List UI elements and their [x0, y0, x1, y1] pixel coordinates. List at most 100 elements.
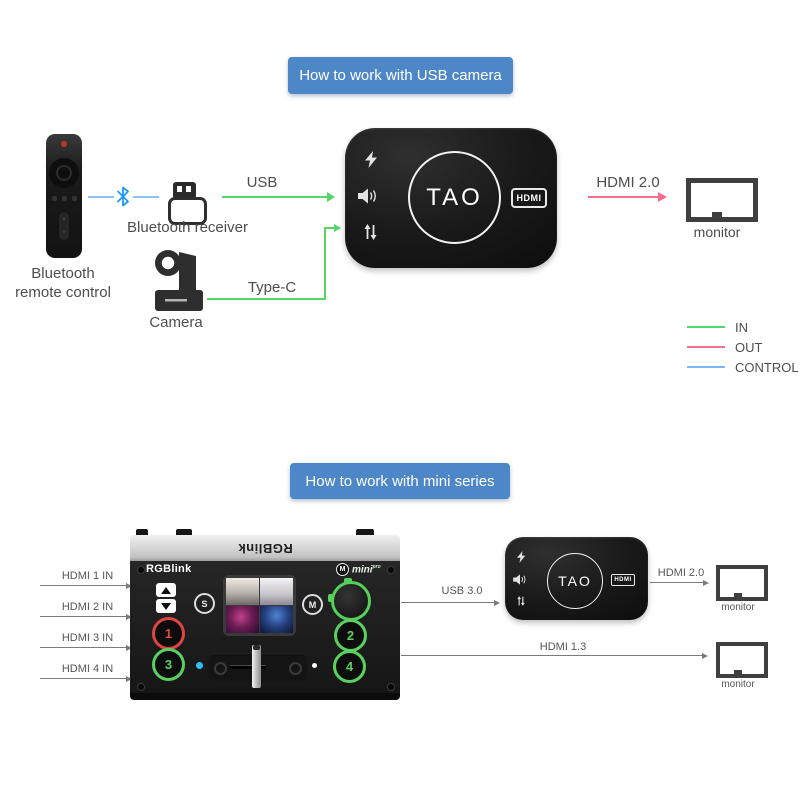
legend-control-label: CONTROL [735, 359, 799, 375]
scene-updown-button [156, 583, 176, 613]
lightning-icon [365, 151, 377, 168]
m-circle-icon: M [336, 563, 349, 576]
usb-arrowhead [327, 192, 335, 202]
hdmi2-in-line [40, 616, 128, 617]
monitor-base [725, 674, 751, 678]
legend-in-line [687, 326, 725, 328]
usb-dongle-icon [173, 182, 196, 199]
preview-2 [260, 578, 293, 605]
bluetooth-link-line-left [88, 196, 114, 198]
hdmi4-in-line [40, 678, 128, 679]
screw-icon [137, 683, 145, 691]
camera-label: Camera [149, 314, 203, 331]
usb3-arrowhead [494, 600, 500, 606]
remote-power-led [61, 141, 67, 147]
mini-top-tab-right [356, 529, 374, 536]
remote-label: Bluetooth remote control [15, 265, 111, 301]
blue-indicator-led [196, 662, 203, 669]
monitor-icon [686, 178, 758, 222]
bluetooth-remote-illustration [46, 134, 82, 258]
monitor-top-label: monitor [721, 602, 755, 613]
mini-top-tab-left [136, 529, 148, 536]
hdmi3-in-arrowhead [126, 645, 132, 651]
typec-line-vertical [324, 227, 326, 300]
preview-1 [226, 578, 259, 605]
hdmi20-arrowhead [703, 580, 709, 586]
tao-device: TAO HDMI [345, 128, 557, 268]
legend-in-label: IN [735, 319, 748, 335]
t-bar-fader [252, 645, 261, 688]
monitor-icon [716, 642, 768, 678]
remote-volume-rocker [59, 212, 69, 240]
usb-dongle-body [168, 197, 207, 225]
white-indicator-led [312, 663, 317, 668]
monitor-neck [734, 593, 742, 597]
mini-device-top-edge: RGBlink [130, 535, 400, 561]
updown-arrows-icon [517, 596, 525, 606]
source-button-4: 4 [333, 650, 366, 683]
legend-out-label: OUT [735, 339, 763, 355]
monitor-neck [712, 212, 722, 217]
camera-icon [155, 250, 203, 311]
hdmi13-arrowhead [702, 653, 708, 659]
s-button: S [194, 593, 215, 614]
usb-arrow-line [222, 196, 327, 198]
typec-arrowhead [334, 224, 341, 232]
tao-device-small: TAO HDMI [505, 537, 648, 620]
usb3-link-label: USB 3.0 [441, 585, 483, 597]
hdmi13-line [401, 655, 704, 656]
receiver-label: Bluetooth receiver [127, 219, 248, 236]
source-button-2: 2 [334, 619, 367, 652]
hdmi2-in-label: HDMI 2 IN [61, 601, 114, 613]
mini-top-logo: RGBlink [237, 540, 293, 556]
mini-section-title-button[interactable]: How to work with mini series [290, 463, 510, 499]
screw-icon [289, 662, 302, 675]
hdmi-out-line [588, 196, 658, 198]
tao-logo-text: TAO [426, 183, 483, 211]
t-bar-slot [230, 665, 266, 669]
hdmi-badge: HDMI [611, 574, 635, 586]
remote-dpad [49, 158, 79, 188]
hdmi20-line [650, 582, 705, 583]
bluetooth-link-line-right [133, 196, 159, 198]
joystick [328, 578, 371, 621]
hdmi-badge: HDMI [511, 188, 547, 208]
screw-icon [387, 566, 395, 574]
preview-3 [226, 606, 259, 633]
screw-icon [137, 566, 145, 574]
monitor-base [725, 597, 751, 601]
monitor-bottom-label: monitor [721, 679, 755, 690]
remote-button-row [46, 196, 82, 201]
mini-device-bottom-edge [130, 693, 400, 700]
mini-model-logo: M minipro [336, 563, 381, 576]
tao-logo-circle: TAO [408, 151, 501, 244]
hdmi1-in-line [40, 585, 128, 586]
hdmi1-in-arrowhead [126, 583, 132, 589]
monitor-base [699, 217, 735, 222]
usb3-line [401, 602, 496, 603]
usb-section-title-button[interactable]: How to work with USB camera [288, 57, 513, 94]
usb-link-label: USB [246, 174, 278, 191]
up-arrow-icon [161, 586, 171, 594]
updown-arrows-icon [364, 224, 377, 240]
bluetooth-icon [117, 186, 129, 207]
hdmi-out-arrowhead [658, 192, 667, 202]
legend-row-out: OUT [687, 339, 763, 355]
lightning-icon [517, 551, 526, 563]
hdmi3-in-line [40, 647, 128, 648]
typec-line-horizontal [207, 298, 326, 300]
legend-control-line [687, 366, 725, 368]
monitor-icon [716, 565, 768, 601]
hdmi13-link-label: HDMI 1.3 [539, 641, 587, 653]
preview-screen [223, 575, 296, 636]
tao-logo-circle: TAO [547, 553, 603, 609]
mini-top-tab-mid [176, 529, 192, 536]
speaker-icon [513, 574, 526, 585]
screw-icon [387, 683, 395, 691]
legend-out-line [687, 346, 725, 348]
monitor-neck [734, 670, 742, 674]
hdmi4-in-label: HDMI 4 IN [61, 663, 114, 675]
source-button-3: 3 [152, 648, 185, 681]
tao-logo-text: TAO [558, 573, 592, 589]
